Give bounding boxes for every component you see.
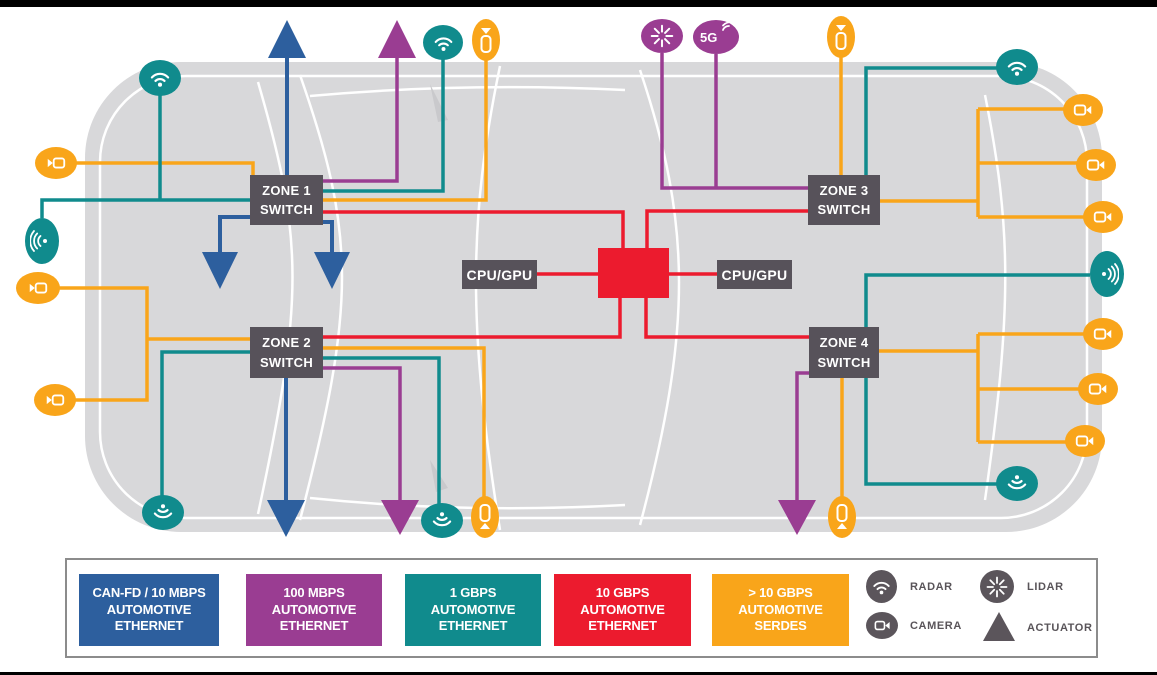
actuator-arrow-down-zone2 [267, 500, 305, 537]
legend-camera-label: CAMERA [910, 620, 962, 632]
cpu-gpu-right: CPU/GPU [717, 260, 792, 289]
legend-actuator-label: ACTUATOR [1027, 622, 1093, 634]
zone-4-switch: ZONE 4 SWITCH [809, 327, 879, 378]
camera-icon-left-1 [35, 147, 77, 179]
car-silhouette [85, 62, 1102, 532]
cpu-gpu-left-label: CPU/GPU [466, 266, 533, 283]
legend-chip-serdes: > 10 GBPS AUTOMOTIVE SERDES [712, 574, 849, 646]
ultrasonic-icon-right [1090, 251, 1124, 297]
radar-icon-rear-left [142, 495, 184, 530]
actuator-arrow-down-left-1 [202, 252, 238, 289]
actuator-arrow-up-front [268, 20, 306, 58]
radar-icon-front-right [996, 49, 1038, 85]
actuator-arrow-down-zone2-purple [381, 500, 419, 535]
legend: CAN-FD / 10 MBPS AUTOMOTIVE ETHERNET 100… [65, 558, 1098, 658]
central-compute-box [598, 248, 669, 298]
actuator-arrow-down-zone4-purple [778, 500, 816, 535]
ultrasonic-icon-left [25, 218, 59, 264]
legend-chip-1gbps: 1 GBPS AUTOMOTIVE ETHERNET [405, 574, 541, 646]
lidar-icon-top [641, 19, 683, 53]
legend-camera-icon [866, 612, 898, 639]
actuator-arrows [202, 20, 816, 537]
cpu-gpu-left: CPU/GPU [462, 260, 537, 289]
radar-icon-rear-right [996, 466, 1038, 501]
radar-icon-bottom-zone2 [421, 503, 463, 538]
legend-lidar-icon [980, 570, 1014, 603]
legend-radar-icon [866, 570, 897, 603]
camera-icon-right-5 [1078, 373, 1118, 405]
camera-icon-left-2 [16, 272, 60, 304]
actuator-arrow-up-purple [378, 20, 416, 58]
camera-icon-bottom-zone4 [828, 496, 856, 538]
radar-icon-top-zone1 [423, 25, 463, 60]
wires-100mbps-ethernet [322, 53, 809, 502]
zone-2-switch-label: ZONE 2 SWITCH [259, 335, 314, 370]
zone-4-switch-label: ZONE 4 SWITCH [817, 335, 871, 370]
wires-canfd-10mbps [218, 58, 334, 500]
top-border-bar [0, 0, 1157, 7]
legend-chip-canfd: CAN-FD / 10 MBPS AUTOMOTIVE ETHERNET [79, 574, 219, 646]
camera-icon-right-1 [1063, 94, 1103, 126]
legend-radar-label: RADAR [910, 581, 953, 593]
bottom-border-bar [0, 672, 1157, 675]
zone-1-switch-label: ZONE 1 SWITCH [259, 182, 314, 218]
actuator-arrow-down-left-2 [314, 252, 350, 289]
zone-3-switch: ZONE 3 SWITCH [808, 175, 880, 225]
cpu-gpu-right-label: CPU/GPU [721, 266, 788, 283]
camera-icon-right-2 [1076, 149, 1116, 181]
legend-chip-100mbps: 100 MBPS AUTOMOTIVE ETHERNET [246, 574, 382, 646]
wires-10gbps-ethernet [322, 209, 809, 339]
camera-icon-top-zone1 [472, 19, 500, 61]
camera-icon-left-3 [34, 384, 76, 416]
camera-icon-right-4 [1083, 318, 1123, 350]
five-g-label: 5G [700, 30, 718, 45]
legend-lidar-label: LIDAR [1027, 581, 1064, 593]
zone-3-switch-label: ZONE 3 SWITCH [817, 182, 871, 218]
legend-actuator-icon [980, 610, 1018, 643]
camera-icon-bottom-zone2 [471, 496, 499, 538]
camera-icon-right-6 [1065, 425, 1105, 457]
zone-1-switch: ZONE 1 SWITCH [250, 175, 323, 225]
camera-icon-right-3 [1083, 201, 1123, 233]
five-g-icon: 5G [693, 20, 739, 54]
wires-1gbps-ethernet [40, 59, 1090, 504]
legend-chip-10gbps: 10 GBPS AUTOMOTIVE ETHERNET [554, 574, 691, 646]
zone-2-switch: ZONE 2 SWITCH [250, 327, 323, 378]
camera-icon-top-zone3 [827, 16, 855, 58]
radar-icon-front-left [139, 60, 181, 96]
